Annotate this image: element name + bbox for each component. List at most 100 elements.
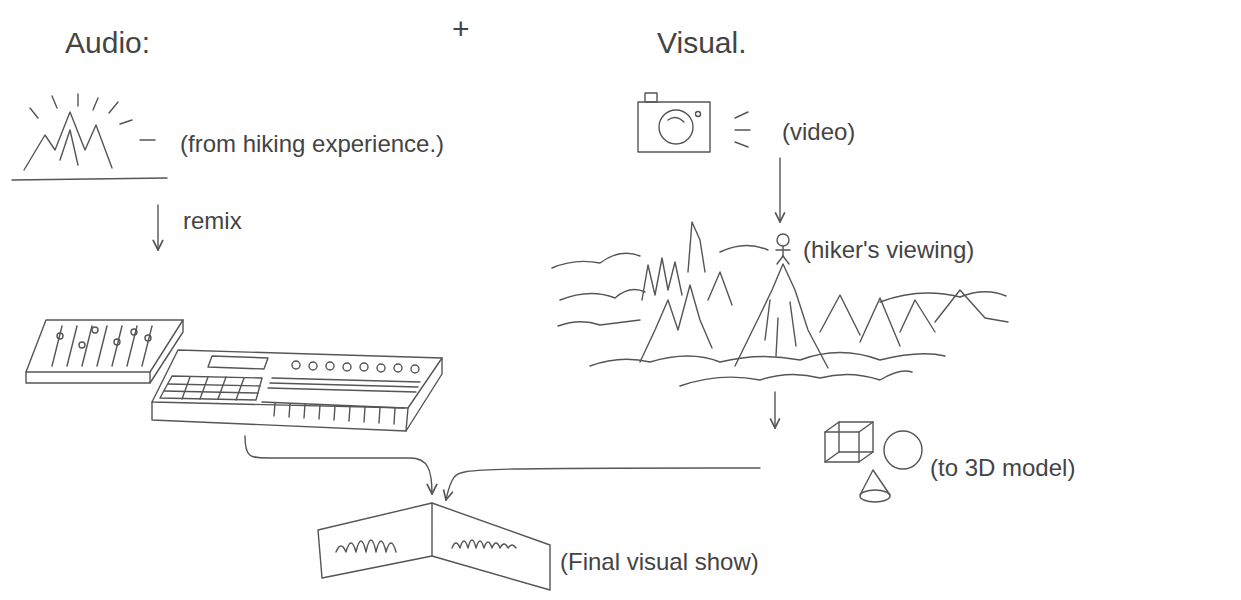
camera-sketch-stroke: [735, 129, 750, 130]
caption-text: (Final visual show): [560, 548, 759, 576]
landscape-sketch-stroke: [783, 256, 789, 264]
synthesizer-sketch-stroke: [309, 362, 317, 370]
mixer-sketch-stroke: [82, 326, 92, 366]
flow-arrow: [774, 392, 775, 428]
camera-sketch-stroke: [638, 102, 710, 152]
audio-mountain-sketch-stroke: [24, 112, 112, 170]
landscape-sketch-stroke: [708, 272, 732, 305]
3d-shapes-sketch-stroke: [859, 422, 873, 432]
landscape-sketch-stroke: [782, 246, 783, 256]
mixer-sketch: [26, 320, 183, 383]
synthesizer-sketch-stroke: [289, 404, 290, 417]
caption-text: (video): [782, 118, 855, 146]
synthesizer-sketch-stroke: [379, 407, 380, 423]
synthesizer-sketch-stroke: [208, 356, 268, 369]
3d-shapes-sketch-stroke: [860, 490, 890, 502]
synthesizer-sketch-stroke: [270, 383, 418, 387]
synthesizer-sketch-stroke: [268, 388, 416, 392]
3d-shapes-sketch-stroke: [839, 422, 873, 452]
synthesizer-sketch-stroke: [334, 406, 335, 420]
synthesizer-sketch-stroke: [343, 363, 351, 371]
synthesizer-sketch-stroke: [274, 403, 275, 416]
audio-mountain-sketch-stroke: [77, 94, 78, 106]
remix-arrow: [158, 205, 159, 250]
landscape-sketch-stroke: [880, 292, 1006, 302]
mixer-sketch-stroke: [92, 327, 98, 333]
synthesizer-sketch-stroke: [304, 404, 305, 418]
mixer-sketch-stroke: [57, 333, 63, 339]
synthesizer-sketch-stroke: [319, 405, 320, 419]
synthesizer-sketch-stroke: [262, 402, 404, 408]
caption-text: (to 3D model): [930, 454, 1075, 482]
3d-shapes-sketch-stroke: [884, 431, 922, 469]
landscape-sketch-stroke: [790, 302, 796, 346]
flow-arrow: [779, 158, 780, 222]
camera-sketch-stroke: [696, 112, 701, 117]
mixer-sketch-stroke: [131, 329, 137, 335]
landscape-sketch-stroke: [777, 256, 783, 264]
remix-arrow-stroke: [157, 205, 158, 250]
synthesizer-sketch-stroke: [168, 384, 260, 386]
3d-shapes-sketch-stroke: [859, 452, 873, 462]
landscape-sketch-stroke: [777, 234, 789, 246]
synthesizer-sketch-stroke: [406, 358, 442, 431]
camera-sketch-stroke: [659, 110, 693, 144]
synthesizer-sketch-stroke: [411, 365, 419, 373]
final-show-sketch-stroke: [452, 540, 516, 548]
synthesizer-sketch-stroke: [164, 391, 258, 393]
audio-mountain-sketch-stroke: [52, 96, 57, 108]
synthesizer-sketch-stroke: [182, 377, 190, 399]
mixer-sketch-stroke: [26, 320, 183, 372]
landscape-sketch-stroke: [820, 295, 860, 335]
audio-mountain-sketch-stroke: [60, 130, 78, 165]
landscape-sketch-stroke: [642, 258, 682, 300]
final-show-node: (Final visual show): [312, 500, 882, 595]
section-heading: Audio:: [65, 26, 150, 61]
landscape-sketch: [552, 222, 1008, 386]
landscape-sketch-stroke: [776, 318, 778, 356]
audio-merge-line: [245, 436, 432, 494]
audio-mountain-sketch-stroke: [120, 120, 132, 124]
audio-mountain-sketch-stroke: [109, 102, 118, 113]
landscape-sketch-stroke: [860, 298, 900, 346]
camera-sketch-stroke: [735, 142, 748, 147]
landscape-sketch-stroke: [765, 300, 770, 340]
landscape-sketch-stroke: [720, 245, 768, 252]
3d-shapes-sketch-stroke: [825, 422, 839, 432]
final-show-sketch-stroke: [336, 540, 396, 552]
camera-node: (video): [632, 88, 912, 158]
mixer-sketch-stroke: [142, 326, 152, 366]
landscape-node: (hiker's viewing): [548, 222, 1038, 392]
synthesizer-sketch-stroke: [152, 402, 408, 431]
plus-sign: +: [452, 12, 470, 47]
landscape-sketch-stroke: [560, 290, 645, 300]
audio-mountain-sketch-stroke: [30, 108, 38, 118]
section-heading: Visual.: [657, 26, 747, 61]
synthesizer-sketch-stroke: [326, 362, 334, 370]
model-node: (to 3D model): [760, 428, 1170, 515]
audio-mountain-sketch-stroke: [93, 98, 98, 110]
mixer-sketch-stroke: [145, 335, 151, 341]
mixer-sketch-stroke: [114, 339, 120, 345]
landscape-sketch-stroke: [688, 222, 705, 272]
mixer-sketch-stroke: [26, 372, 150, 383]
synthesizer-sketch-stroke: [292, 361, 300, 369]
audio-mountain-sketch: [12, 94, 167, 180]
synthesizer-sketch-stroke: [394, 364, 402, 372]
final-show-sketch-stroke: [432, 503, 550, 590]
landscape-sketch-stroke: [900, 300, 935, 332]
synthesizer-sketch-stroke: [360, 363, 368, 371]
synthesizer-sketch-stroke: [160, 376, 262, 400]
mixer-sketch-stroke: [79, 342, 85, 348]
3d-shapes-sketch-stroke: [825, 432, 859, 462]
mixer-sketch-stroke: [127, 326, 137, 366]
audio-merge-line-stroke: [245, 436, 432, 494]
synthesizer-sketch-stroke: [364, 407, 365, 422]
synthesizer-sketch-stroke: [218, 377, 226, 399]
landscape-sketch-stroke: [680, 371, 912, 386]
camera-sketch-stroke: [668, 117, 684, 122]
